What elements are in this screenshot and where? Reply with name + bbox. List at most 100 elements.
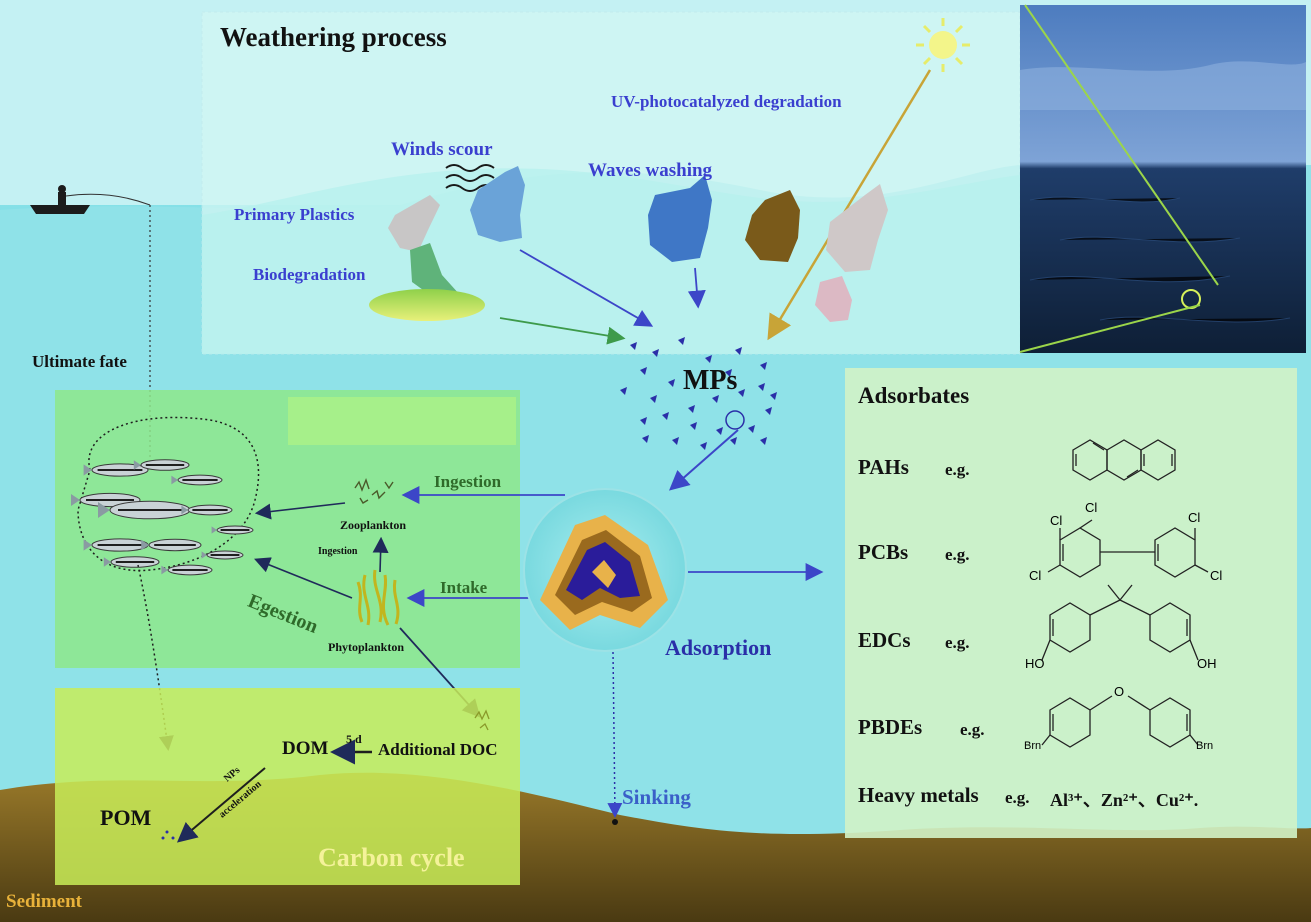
fish-school-icon <box>71 459 254 576</box>
intake-label: Intake <box>440 578 488 597</box>
five-days-label: 5 d <box>346 732 362 746</box>
metal-cu: Cu²⁺ <box>1155 790 1194 810</box>
mp-particle <box>758 383 765 391</box>
photo-callout-line <box>1024 4 1219 286</box>
ocean-photo <box>1020 5 1306 353</box>
sinking-arrow <box>607 651 623 818</box>
waves-label: Waves washing <box>588 160 713 181</box>
mps-label: MPs <box>683 365 738 396</box>
ingestion-label: Ingestion <box>434 472 502 491</box>
mp-particle <box>672 437 679 445</box>
mp-particle <box>652 349 659 357</box>
chem-o: O <box>1114 684 1125 699</box>
pcb-structure <box>1047 519 1209 578</box>
fish-icon <box>201 550 244 560</box>
bpa-structure <box>1041 584 1199 661</box>
weathering-wave <box>202 168 1020 354</box>
wind-scoured-fragment <box>470 166 525 242</box>
chem-cl-2: Cl <box>1050 513 1063 528</box>
pom-label: POM <box>100 805 152 830</box>
fishing-boat-icon <box>30 185 151 214</box>
carbon-cycle-panel <box>55 688 520 885</box>
adsorption-label: Adsorption <box>665 635 772 660</box>
chem-cl-5: Cl <box>1210 568 1223 583</box>
mp-particle <box>765 407 772 415</box>
biodegradation-leaf <box>369 289 485 321</box>
additional-doc-label: Additional DOC <box>378 740 498 759</box>
mp-particle <box>640 367 647 375</box>
mp-particle <box>688 405 695 413</box>
fish-icon <box>133 459 190 471</box>
mp-particle <box>738 389 745 397</box>
anthracene-structure <box>1072 439 1176 481</box>
fish-icon <box>83 538 149 552</box>
mp-particle <box>760 362 767 370</box>
chem-ho: HO <box>1025 656 1045 671</box>
uv-label: UV-photocatalyzed degradation <box>611 92 842 111</box>
fish-school-boundary <box>77 416 260 572</box>
mp-particle <box>705 355 712 363</box>
fish-icon <box>103 556 160 568</box>
pcbs-eg: e.g. <box>945 545 970 564</box>
biofilm-fragment <box>410 243 460 295</box>
pahs-label: PAHs <box>858 455 909 479</box>
zoo-ingestion-label: Ingestion <box>318 546 358 557</box>
winds-label: Winds scour <box>391 139 493 160</box>
pbdes-eg: e.g. <box>960 720 985 739</box>
chem-oh: OH <box>1197 656 1217 671</box>
fish-icon <box>141 538 202 552</box>
additional-doc-icon <box>474 709 490 731</box>
weathering-title: Weathering process <box>220 22 447 52</box>
mp-particle <box>760 437 767 445</box>
metal-zn: Zn²⁺ <box>1100 790 1138 810</box>
fish-icon <box>211 525 254 535</box>
zooplankton-icon <box>354 477 394 504</box>
fish-icon <box>161 564 213 576</box>
mp-selected-circle <box>725 410 745 430</box>
metal-ions: Al³⁺、Zn²⁺、Cu²⁺. <box>1050 790 1199 810</box>
primary-plastics-label: Primary Plastics <box>234 205 355 224</box>
chem-cl-1: Cl <box>1085 500 1098 515</box>
mp-particle <box>642 435 649 443</box>
heavy-metals-label: Heavy metals <box>858 783 979 807</box>
metal-al: Al³⁺ <box>1050 790 1083 810</box>
biodegradation-label: Biodegradation <box>253 265 366 284</box>
food-web-title-box <box>288 397 516 445</box>
brown-fragment <box>745 190 800 262</box>
mp-particle <box>690 422 697 430</box>
phytoplankton-icon <box>356 569 400 626</box>
mp-particle <box>640 417 647 425</box>
microplastic-particles <box>620 337 777 450</box>
pahs-eg: e.g. <box>945 460 970 479</box>
heavy-metals-eg: e.g. <box>1005 788 1030 807</box>
phytoplankton-label: Phytoplankton <box>328 640 405 654</box>
primary-plastic-fragment <box>388 195 440 252</box>
pcbs-label: PCBs <box>858 540 909 564</box>
chem-br-2: Brn <box>1196 740 1214 752</box>
pbde-structure <box>1041 695 1199 748</box>
sinking-label: Sinking <box>622 785 691 809</box>
dom-label: DOM <box>282 738 329 759</box>
pbdes-label: PBDEs <box>858 715 923 739</box>
pink-fragment <box>815 276 852 322</box>
mp-to-adsorption-arrow <box>668 429 739 491</box>
edcs-label: EDCs <box>858 628 911 652</box>
uv-arrow <box>767 69 932 341</box>
chem-cl-4: Cl <box>1029 568 1042 583</box>
edcs-eg: e.g. <box>945 633 970 652</box>
ultimate-fate-label: Ultimate fate <box>32 352 127 371</box>
sediment-label: Sediment <box>6 891 82 912</box>
chem-cl-3: Cl <box>1188 510 1201 525</box>
grey-fragment <box>826 184 888 272</box>
mp-particle <box>725 369 732 377</box>
mp-particle <box>650 395 657 403</box>
adsorbates-title: Adsorbates <box>858 383 970 408</box>
mp-particle <box>620 387 627 395</box>
wave-washed-fragment <box>648 175 712 262</box>
mp-particle <box>748 425 755 433</box>
sun-icon <box>916 18 970 72</box>
mp-particle <box>662 412 669 420</box>
mp-particle <box>668 379 675 387</box>
